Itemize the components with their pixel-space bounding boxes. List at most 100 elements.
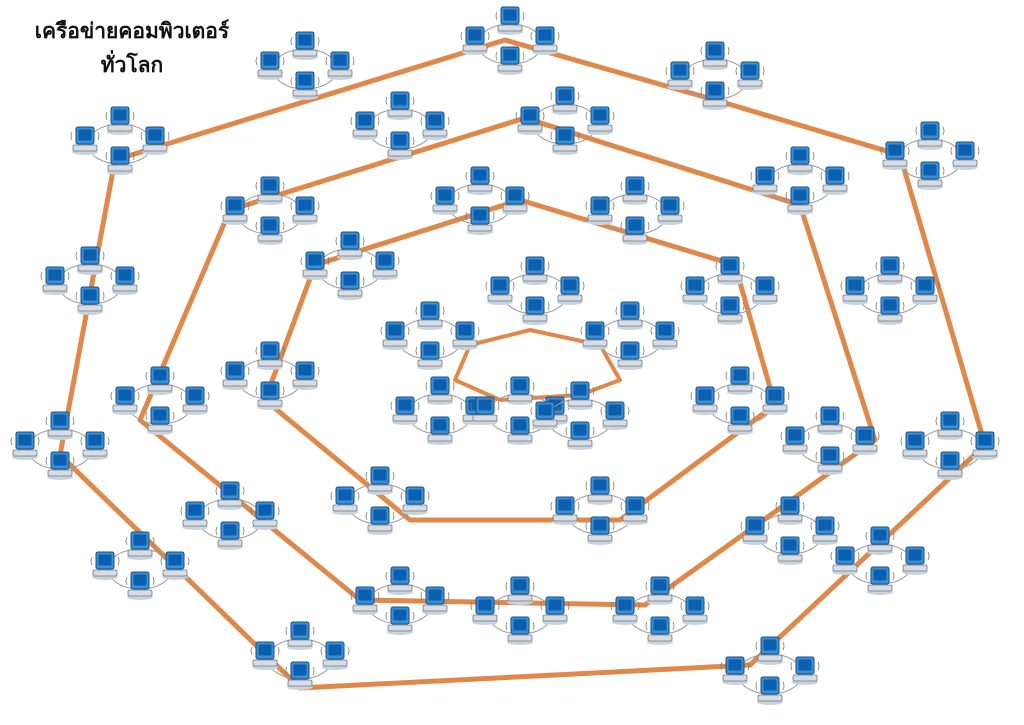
computer-cluster (690, 366, 790, 436)
computer-icon (495, 6, 525, 36)
computer-icon (620, 176, 650, 206)
computer-icon (45, 411, 75, 441)
computer-icon (505, 616, 535, 646)
computer-cluster (880, 121, 980, 191)
computer-cluster (720, 636, 820, 706)
computer-icon (385, 606, 415, 636)
computer-icon (335, 231, 365, 261)
computer-icon (645, 616, 675, 646)
computer-icon (255, 216, 285, 246)
computer-icon (145, 366, 175, 396)
computer-cluster (830, 526, 930, 596)
computer-cluster (70, 106, 170, 176)
computer-icon (565, 421, 595, 451)
computer-icon (215, 521, 245, 551)
computer-cluster (580, 301, 680, 371)
computer-icon (700, 41, 730, 71)
computer-icon (285, 621, 315, 651)
ring-line-3 (262, 197, 778, 523)
computer-icon (505, 576, 535, 606)
computer-icon (415, 301, 445, 331)
computer-cluster (350, 566, 450, 636)
computer-icon (815, 446, 845, 476)
computer-icon (915, 121, 945, 151)
computer-cluster (665, 41, 765, 111)
diagram-title: เครือข่ายคอมพิวเตอร์ ทั่วโลก (12, 14, 252, 82)
computer-cluster (40, 246, 140, 316)
computer-icon (255, 381, 285, 411)
computer-icon (385, 131, 415, 161)
computer-icon (715, 296, 745, 326)
computer-icon (335, 271, 365, 301)
computer-icon (255, 176, 285, 206)
computer-icon (425, 376, 455, 406)
computer-cluster (255, 31, 355, 101)
computer-icon (915, 161, 945, 191)
computer-cluster (430, 166, 530, 236)
computer-cluster (740, 496, 840, 566)
computer-cluster (585, 176, 685, 246)
computer-icon (290, 71, 320, 101)
computer-cluster (250, 621, 350, 691)
computer-icon (365, 506, 395, 536)
computer-icon (785, 146, 815, 176)
computer-cluster (390, 376, 490, 446)
computer-cluster (300, 231, 400, 301)
title-line-2: ทั่วโลก (100, 53, 164, 77)
computer-icon (415, 341, 445, 371)
computer-cluster (460, 6, 560, 76)
computer-icon (875, 256, 905, 286)
computer-cluster (180, 481, 280, 551)
computer-icon (425, 416, 455, 446)
computer-icon (935, 411, 965, 441)
computer-icon (125, 571, 155, 601)
computer-cluster (330, 466, 430, 536)
computer-icon (725, 366, 755, 396)
computer-cluster (220, 341, 320, 411)
computer-cluster (900, 411, 1000, 481)
computer-icon (145, 406, 175, 436)
ring-line-2 (137, 115, 878, 608)
computer-icon (865, 566, 895, 596)
computer-cluster (550, 476, 650, 546)
computer-cluster (610, 576, 710, 646)
computer-icon (520, 296, 550, 326)
computer-cluster (780, 406, 880, 476)
ring-line-4 (453, 328, 622, 402)
computer-icon (465, 166, 495, 196)
computer-icon (585, 476, 615, 506)
computer-cluster (90, 531, 190, 601)
computer-icon (755, 676, 785, 706)
computer-icon (385, 91, 415, 121)
computer-icon (645, 576, 675, 606)
computer-icon (495, 46, 525, 76)
computer-icon (105, 146, 135, 176)
computer-icon (550, 86, 580, 116)
computer-cluster (680, 256, 780, 326)
computer-clusters (10, 6, 1000, 706)
computer-icon (615, 301, 645, 331)
computer-icon (775, 536, 805, 566)
computer-icon (385, 566, 415, 596)
computer-cluster (110, 366, 210, 436)
computer-icon (615, 341, 645, 371)
computer-cluster (530, 381, 630, 451)
computer-icon (815, 406, 845, 436)
computer-icon (505, 376, 535, 406)
computer-icon (755, 636, 785, 666)
computer-cluster (350, 91, 450, 161)
computer-cluster (10, 411, 110, 481)
computer-cluster (380, 301, 480, 371)
computer-cluster (515, 86, 615, 156)
computer-icon (290, 31, 320, 61)
computer-icon (105, 106, 135, 136)
computer-cluster (470, 576, 570, 646)
computer-icon (505, 416, 535, 446)
computer-cluster (750, 146, 850, 216)
computer-icon (125, 531, 155, 561)
computer-icon (875, 296, 905, 326)
computer-cluster (485, 256, 585, 326)
computer-icon (520, 256, 550, 286)
computer-icon (365, 466, 395, 496)
